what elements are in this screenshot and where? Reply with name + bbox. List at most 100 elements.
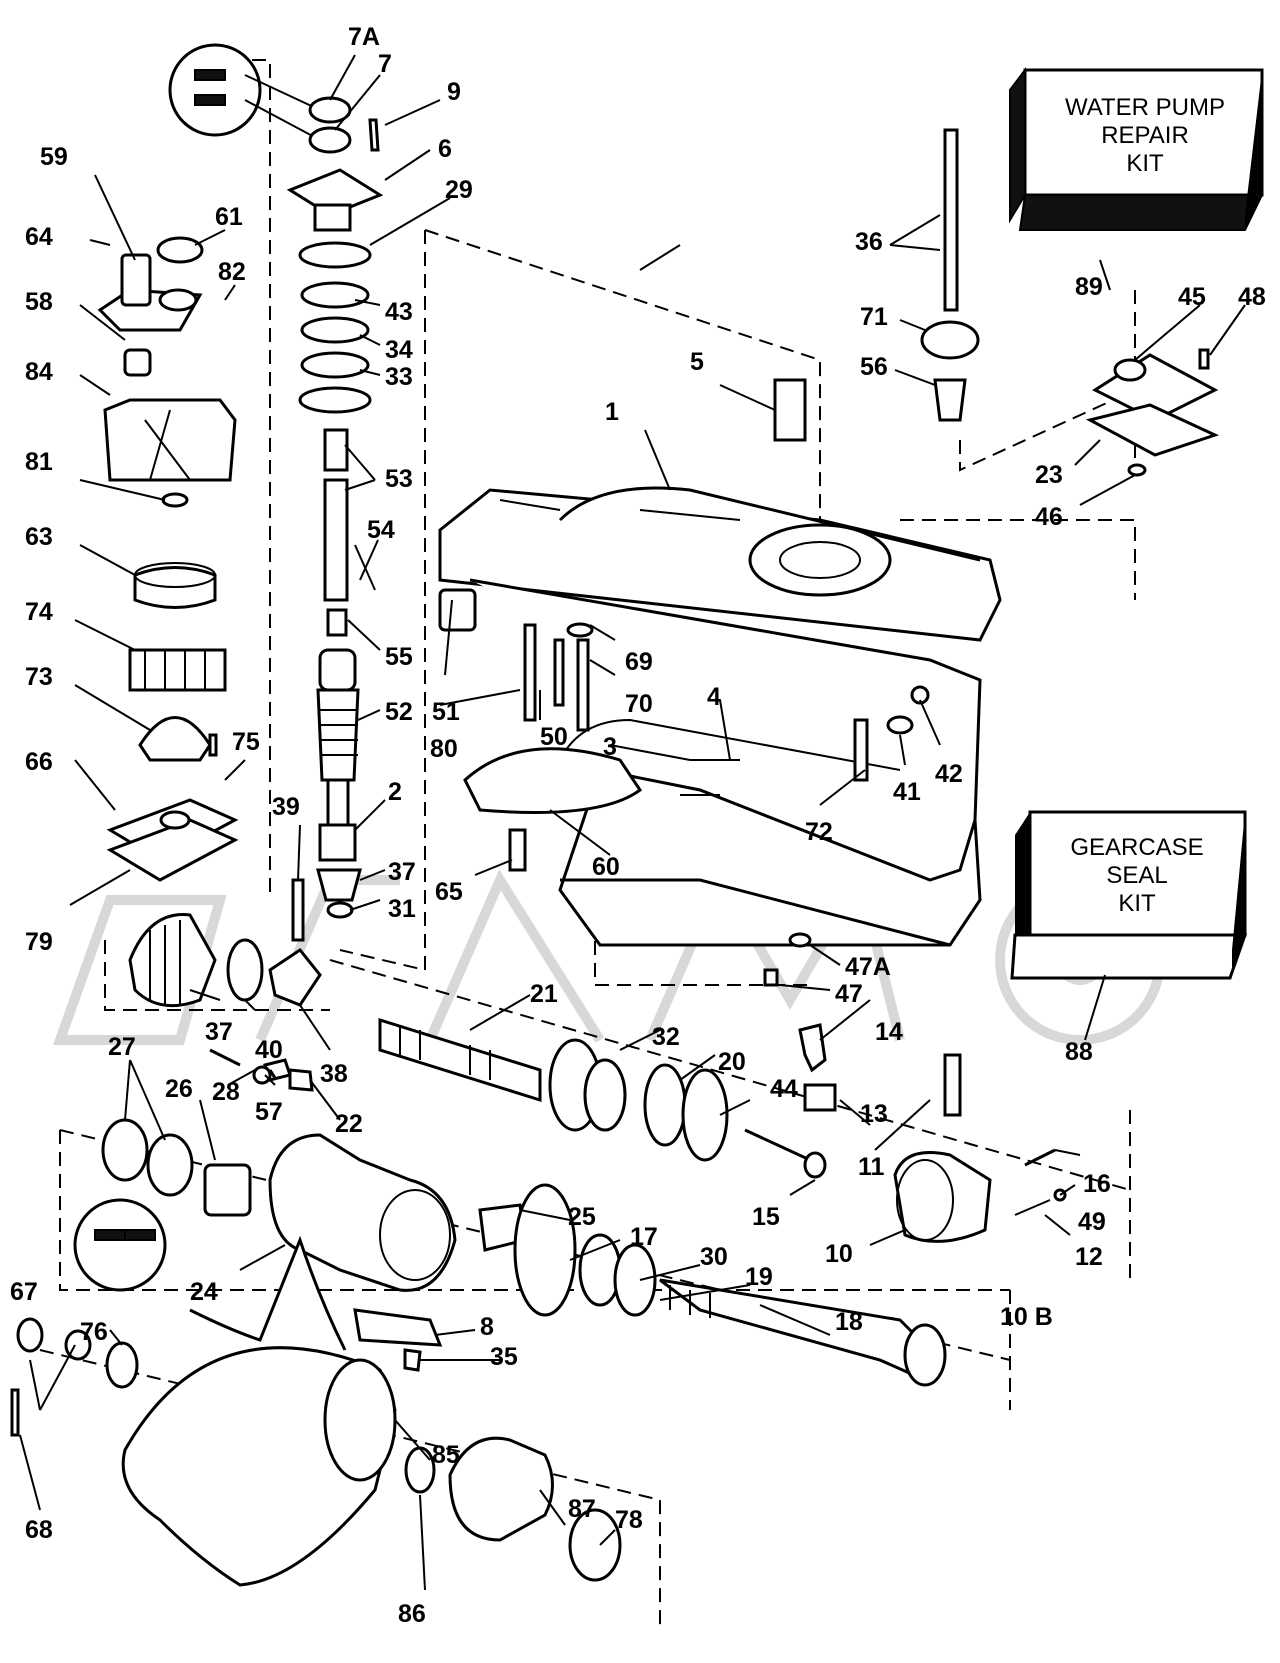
label-24: 24	[190, 1278, 218, 1306]
label-8: 8	[480, 1313, 494, 1341]
label-13: 13	[860, 1100, 888, 1128]
label-7: 7	[378, 50, 392, 78]
water-pump-kit-line-3: KIT	[1126, 150, 1164, 177]
label-25: 25	[568, 1203, 596, 1231]
label-19: 19	[745, 1263, 773, 1291]
label-85: 85	[432, 1441, 460, 1469]
label-35: 35	[490, 1343, 518, 1371]
label-88: 88	[1065, 1038, 1093, 1066]
water-pump-kit-line-1: WATER PUMP	[1065, 94, 1225, 121]
label-59: 59	[40, 143, 68, 171]
label-36: 36	[855, 228, 883, 256]
label-33: 33	[385, 363, 413, 391]
label-53: 53	[385, 465, 413, 493]
label-28: 28	[212, 1078, 240, 1106]
label-39: 39	[272, 793, 300, 821]
bearing-carrier	[73, 1048, 947, 1387]
label-75: 75	[232, 728, 260, 756]
label-69: 69	[625, 648, 653, 676]
label-73: 73	[25, 663, 53, 691]
label-76: 76	[80, 1318, 108, 1346]
label-40: 40	[255, 1036, 283, 1064]
gearcase-housing	[438, 486, 1002, 947]
label-6: 6	[438, 135, 452, 163]
label-44: 44	[770, 1075, 798, 1103]
label-48: 48	[1238, 283, 1266, 311]
label-7A: 7A	[348, 23, 380, 51]
label-54: 54	[367, 516, 395, 544]
label-65: 65	[435, 878, 463, 906]
label-87: 87	[568, 1495, 596, 1523]
gearcase-kit-line-2: SEAL	[1106, 862, 1167, 889]
label-47: 47	[835, 980, 863, 1008]
gearcase-kit-line-1: GEARCASE	[1070, 834, 1203, 861]
label-31: 31	[388, 895, 416, 923]
label-55: 55	[385, 643, 413, 671]
label-67: 67	[10, 1278, 38, 1306]
label-15: 15	[752, 1203, 780, 1231]
label-52: 52	[385, 698, 413, 726]
label-16: 16	[1083, 1170, 1111, 1198]
label-41: 41	[893, 778, 921, 806]
label-81: 81	[25, 448, 53, 476]
group-frames	[39, 59, 1136, 1630]
label-56: 56	[860, 353, 888, 381]
label-29: 29	[445, 176, 473, 204]
label-37-top: 37	[388, 858, 416, 886]
label-47A: 47A	[845, 953, 891, 981]
label-14: 14	[875, 1018, 903, 1046]
label-89: 89	[1075, 273, 1103, 301]
label-18: 18	[835, 1308, 863, 1336]
label-1: 1	[605, 398, 619, 426]
label-21: 21	[530, 980, 558, 1008]
label-82: 82	[218, 258, 246, 286]
label-49: 49	[1078, 1208, 1106, 1236]
leader-lines	[19, 54, 1246, 1591]
label-12: 12	[1075, 1243, 1103, 1271]
gearcase-kit-line-3: KIT	[1118, 890, 1156, 917]
label-4: 4	[707, 683, 721, 711]
label-86: 86	[398, 1600, 426, 1628]
label-10B: 10 B	[1000, 1303, 1053, 1331]
label-45: 45	[1178, 283, 1206, 311]
label-80: 80	[430, 735, 458, 763]
water-pump-kit-line-2: REPAIR	[1101, 122, 1189, 149]
label-84: 84	[25, 358, 53, 386]
label-22: 22	[335, 1110, 363, 1138]
label-63: 63	[25, 523, 53, 551]
label-34: 34	[385, 336, 413, 364]
label-11: 11	[858, 1153, 885, 1181]
label-32: 32	[652, 1023, 680, 1051]
label-30: 30	[700, 1243, 728, 1271]
label-17: 17	[630, 1223, 658, 1251]
label-20: 20	[718, 1048, 746, 1076]
shift-rod-assembly	[463, 128, 1220, 987]
water-pump-kit-box: WATER PUMP REPAIR KIT	[1009, 67, 1264, 231]
label-2: 2	[388, 778, 402, 806]
label-42: 42	[935, 760, 963, 788]
label-38: 38	[320, 1060, 348, 1088]
gearcase-seal-kit-box: GEARCASE SEAL KIT	[1010, 810, 1248, 980]
label-58: 58	[25, 288, 53, 316]
label-26: 26	[165, 1075, 193, 1103]
label-74: 74	[25, 598, 53, 626]
label-70: 70	[625, 690, 653, 718]
label-5: 5	[690, 348, 704, 376]
label-43: 43	[385, 298, 413, 326]
label-64: 64	[25, 223, 53, 251]
label-50: 50	[540, 723, 568, 751]
label-9: 9	[447, 78, 461, 106]
gear-train	[128, 913, 1067, 1243]
label-79: 79	[25, 928, 53, 956]
label-23: 23	[1035, 461, 1063, 489]
label-3: 3	[603, 733, 617, 761]
label-37-bottom: 37	[205, 1018, 233, 1046]
label-46: 46	[1035, 503, 1063, 531]
label-71: 71	[860, 303, 888, 331]
label-10: 10	[825, 1240, 853, 1268]
label-66: 66	[25, 748, 53, 776]
part-labels: 7A 7 9 6 29 43 34 33 53 54 55 52 2 37 31…	[10, 23, 1266, 1628]
label-51: 51	[432, 698, 460, 726]
driveshaft-stack	[168, 43, 384, 942]
